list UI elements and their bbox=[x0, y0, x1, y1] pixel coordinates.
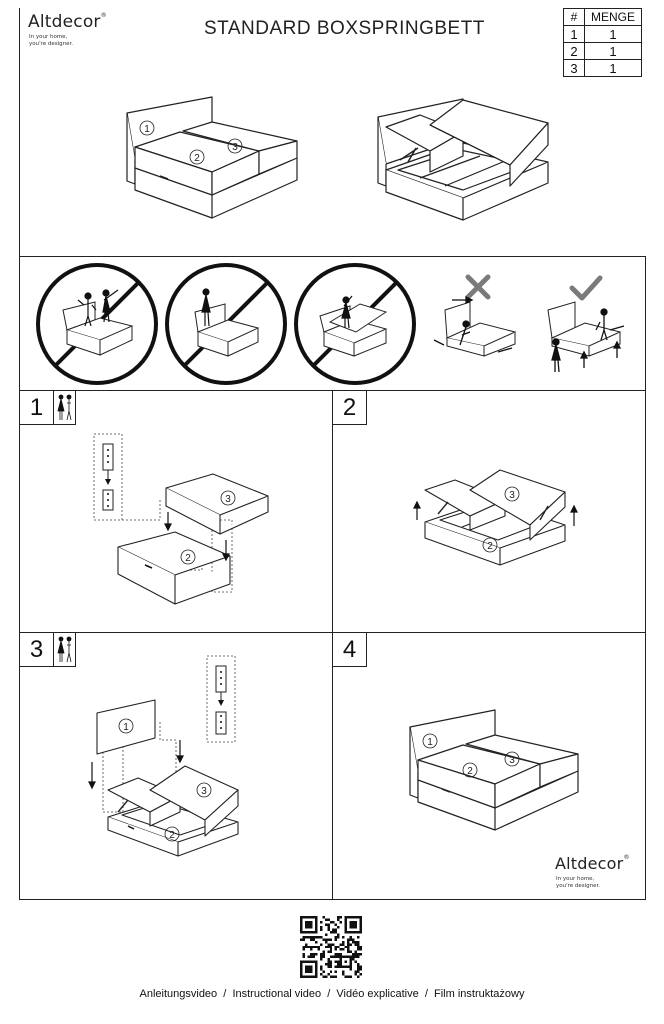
brand-tagline: In your home, you're designer. bbox=[29, 34, 73, 48]
brand-reg: ® bbox=[100, 12, 107, 19]
brand-logo: Altdecor® bbox=[28, 12, 107, 32]
overview-assembled-bed: 1 2 3 bbox=[126, 96, 298, 219]
parts-table: # MENGE 1 1 2 1 3 1 bbox=[563, 8, 642, 77]
brand-tagline-1: In your home, bbox=[556, 876, 595, 882]
label-part-2: 2 bbox=[185, 553, 191, 564]
step-3-number: 3 bbox=[20, 633, 54, 667]
label-part-1: 1 bbox=[427, 737, 433, 748]
label-part-3: 3 bbox=[225, 494, 231, 505]
brand-tagline-2: you're designer. bbox=[29, 41, 74, 47]
step-4-number: 4 bbox=[333, 633, 367, 667]
label-part-2: 2 bbox=[194, 153, 200, 164]
label-part-3: 3 bbox=[232, 142, 238, 153]
label-part-3: 3 bbox=[201, 786, 207, 797]
label-part-3: 3 bbox=[509, 755, 515, 766]
step-2-number: 2 bbox=[333, 391, 367, 425]
page-title: STANDARD BOXSPRINGBETT bbox=[204, 18, 485, 39]
warning-icons bbox=[36, 263, 625, 385]
two-people-icon bbox=[54, 633, 76, 667]
label-part-1: 1 bbox=[144, 124, 150, 135]
video-caption: Anleitungsvideo / Instructional video / … bbox=[139, 988, 525, 1000]
brand-logo-footer: Altdecor® bbox=[555, 854, 630, 873]
qr-code[interactable] bbox=[300, 916, 362, 978]
part-quantity: 1 bbox=[584, 59, 642, 77]
step-4-panel bbox=[332, 632, 646, 900]
label-part-2: 2 bbox=[467, 766, 473, 777]
brand-tagline-footer: In your home, you're designer. bbox=[556, 876, 600, 890]
brand-reg: ® bbox=[623, 854, 630, 861]
step-1-number: 1 bbox=[20, 391, 54, 425]
table-row: 3 1 bbox=[563, 59, 642, 77]
label-part-2: 2 bbox=[487, 541, 493, 552]
two-people-icon bbox=[54, 391, 76, 425]
label-part-1: 1 bbox=[123, 722, 129, 733]
brand-name: Altdecor bbox=[28, 12, 101, 32]
brand-name: Altdecor bbox=[555, 854, 624, 873]
label-part-2: 2 bbox=[169, 830, 175, 841]
brand-tagline-1: In your home, bbox=[29, 34, 68, 40]
label-part-3: 3 bbox=[509, 490, 515, 501]
brand-tagline-2: you're designer. bbox=[556, 883, 601, 889]
overview-opened-bed bbox=[377, 98, 549, 221]
